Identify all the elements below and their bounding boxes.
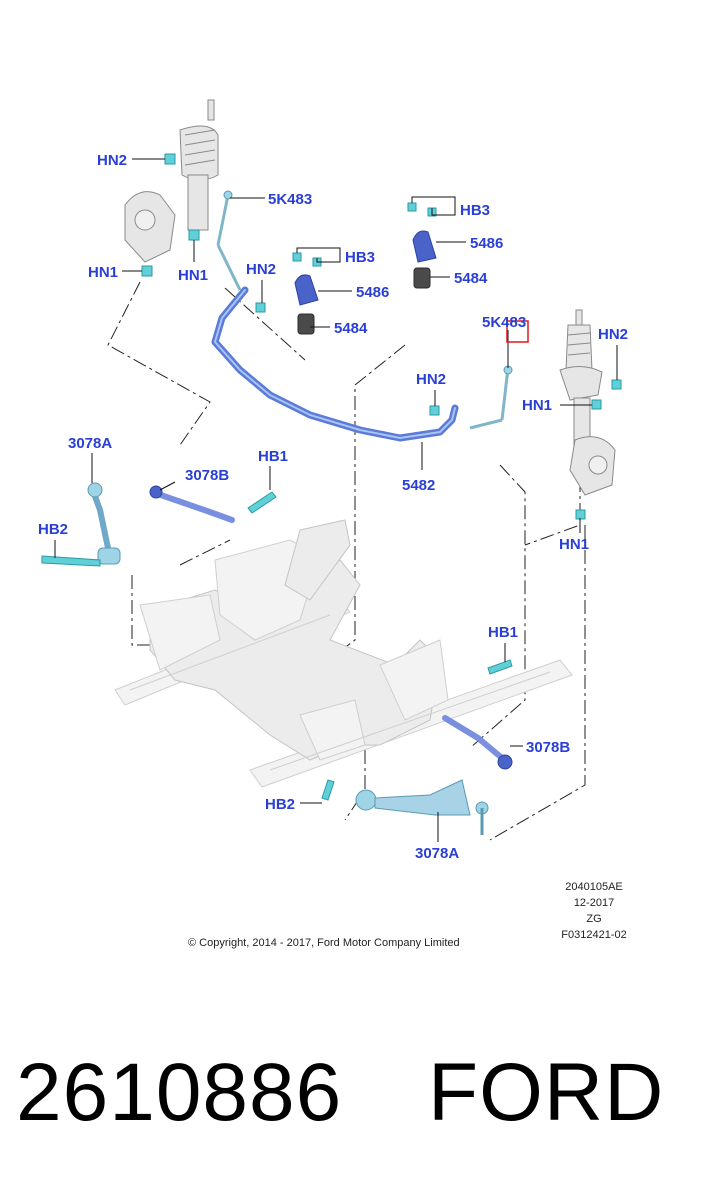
callout-hn1-left-b: HN1: [178, 267, 208, 284]
callout-hn1-left-a: HN1: [88, 264, 118, 281]
highlight-box: [506, 320, 529, 343]
callout-hb1-top: HB1: [258, 448, 288, 465]
left-stabilizer-link: [216, 190, 242, 291]
callout-3078b-top: 3078B: [185, 467, 229, 484]
right-strut-assembly: [559, 309, 616, 496]
right-stabilizer-link: [469, 365, 513, 430]
left-strut-assembly: [124, 99, 219, 263]
callout-hn1-right-b: HN1: [559, 536, 589, 553]
callout-3078a-bottom: 3078A: [415, 845, 459, 862]
callout-3078b-bottom: 3078B: [526, 739, 570, 756]
callout-labels: HN2 5K483 HN1 HN1 HN2 HB3 5486 5484 HB3 …: [38, 152, 628, 862]
stabilizer-bar-5482: [211, 286, 459, 442]
callout-hb3-right: HB3: [460, 202, 490, 219]
callout-hn2-right: HN2: [598, 326, 628, 343]
callout-5k483-left: 5K483: [268, 191, 312, 208]
exploded-parts-diagram: HN2 5K483 HN1 HN1 HN2 HB3 5486 5484 HB3 …: [38, 99, 628, 949]
front-subframe: [114, 519, 573, 788]
callout-hb3-mid: HB3: [345, 249, 375, 266]
callout-hn2-mid: HN2: [246, 261, 276, 278]
callout-5484-right: 5484: [454, 270, 488, 287]
info-date: 12-2017: [574, 897, 614, 909]
bushings-brackets: [294, 230, 437, 335]
copyright: © Copyright, 2014 - 2017, Ford Motor Com…: [188, 937, 460, 949]
info-zg: ZG: [586, 913, 601, 925]
callout-3078a-top: 3078A: [68, 435, 112, 452]
info-code: 2040105AE: [565, 881, 623, 893]
drawing-info: 2040105AE 12-2017 ZG F0312421-02 © Copyr…: [188, 881, 627, 949]
brand-name: FORD: [428, 1047, 665, 1138]
callout-hn1-right-a: HN1: [522, 397, 552, 414]
lower-control-arms: [87, 482, 513, 835]
callout-5k483-right: 5K483: [482, 314, 526, 331]
callout-hn2-left: HN2: [97, 152, 127, 169]
fasteners: [41, 153, 622, 801]
callout-5482: 5482: [402, 477, 435, 494]
callout-5484-mid: 5484: [334, 320, 368, 337]
callout-hb1-bottom: HB1: [488, 624, 518, 641]
callout-hb2-left: HB2: [38, 521, 68, 538]
callout-5486-right: 5486: [470, 235, 503, 252]
leader-lines: [54, 158, 618, 842]
info-ref: F0312421-02: [561, 929, 626, 941]
callout-hn2-center: HN2: [416, 371, 446, 388]
callout-hb2-bottom: HB2: [265, 796, 295, 813]
part-number: 2610886: [16, 1047, 343, 1138]
callout-5486-mid: 5486: [356, 284, 389, 301]
